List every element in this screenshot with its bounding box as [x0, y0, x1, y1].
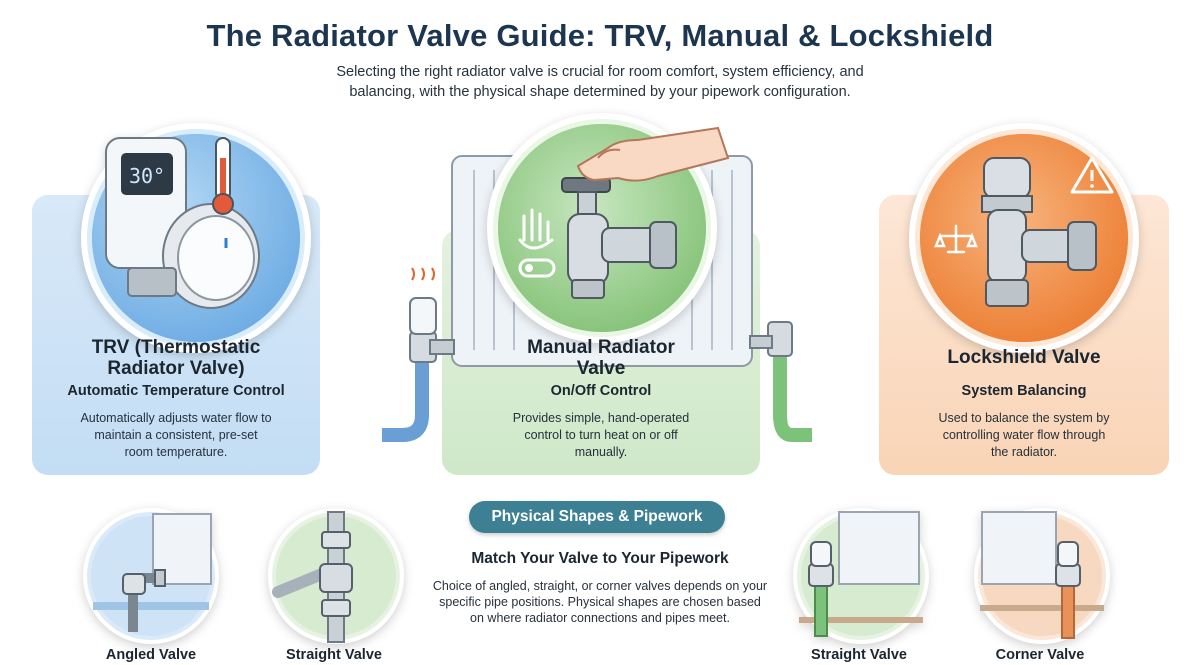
trv-illustration-icon: 30°: [81, 123, 311, 353]
physical-shapes-badge: Physical Shapes & Pipework: [469, 501, 725, 533]
manual-title-line: Manual Radiator: [527, 337, 675, 358]
page-subtitle: Selecting the right radiator valve is cr…: [290, 62, 910, 102]
match-heading: Match Your Valve to Your Pipework: [471, 550, 729, 567]
manual-title: Manual Radiator Valve: [442, 337, 760, 379]
trv-desc-line: room temperature.: [124, 445, 228, 459]
lockshield-title: Lockshield Valve: [947, 347, 1101, 368]
match-description: Choice of angled, straight, or corner va…: [425, 578, 775, 626]
trv-title: TRV (Thermostatic Radiator Valve): [32, 337, 320, 379]
manual-description: Provides simple, hand-operated control t…: [472, 410, 730, 461]
manual-subtitle: On/Off Control: [550, 383, 652, 399]
trv-title-line: Radiator Valve): [107, 358, 245, 379]
lockshield-description: Used to balance the system by controllin…: [899, 410, 1149, 461]
match-desc-line: on where radiator connections and pipes …: [470, 611, 730, 625]
trv-display-temp: 30°: [129, 164, 165, 188]
straight-valve-radiator-icon: [793, 508, 929, 644]
lockshield-desc-line: the radiator.: [990, 445, 1057, 459]
trv-description: Automatically adjusts water flow to main…: [52, 410, 300, 461]
lockshield-desc-line: controlling water flow through: [942, 428, 1106, 442]
lockshield-subtitle: System Balancing: [961, 383, 1087, 399]
corner-valve-icon: [974, 508, 1110, 644]
trv-desc-line: maintain a consistent, pre-set: [94, 428, 258, 442]
trv-subtitle: Automatic Temperature Control: [67, 383, 285, 399]
subtitle-line: Selecting the right radiator valve is cr…: [336, 64, 864, 80]
angled-valve-label: Angled Valve: [105, 647, 197, 663]
straight-valve-label: Straight Valve: [811, 647, 907, 663]
manual-desc-line: Provides simple, hand-operated: [512, 411, 690, 425]
manual-desc-line: control to turn heat on or off: [524, 428, 678, 442]
page-title: The Radiator Valve Guide: TRV, Manual & …: [206, 18, 994, 53]
manual-desc-line: manually.: [574, 445, 628, 459]
straight-valve-icon: [268, 508, 404, 644]
lockshield-desc-line: Used to balance the system by: [938, 411, 1110, 425]
match-desc-line: specific pipe positions. Physical shapes…: [439, 595, 761, 609]
corner-valve-label: Corner Valve: [995, 647, 1085, 663]
manual-title-line: Valve: [576, 358, 626, 379]
match-desc-line: Choice of angled, straight, or corner va…: [432, 579, 768, 593]
angled-valve-icon: [83, 508, 219, 644]
trv-title-line: TRV (Thermostatic: [91, 337, 261, 358]
lockshield-illustration-icon: [909, 123, 1139, 353]
straight-valve-label: Straight Valve: [286, 647, 382, 663]
trv-desc-line: Automatically adjusts water flow to: [80, 411, 272, 425]
hand-icon: [576, 126, 730, 182]
subtitle-line: balancing, with the physical shape deter…: [349, 84, 851, 100]
